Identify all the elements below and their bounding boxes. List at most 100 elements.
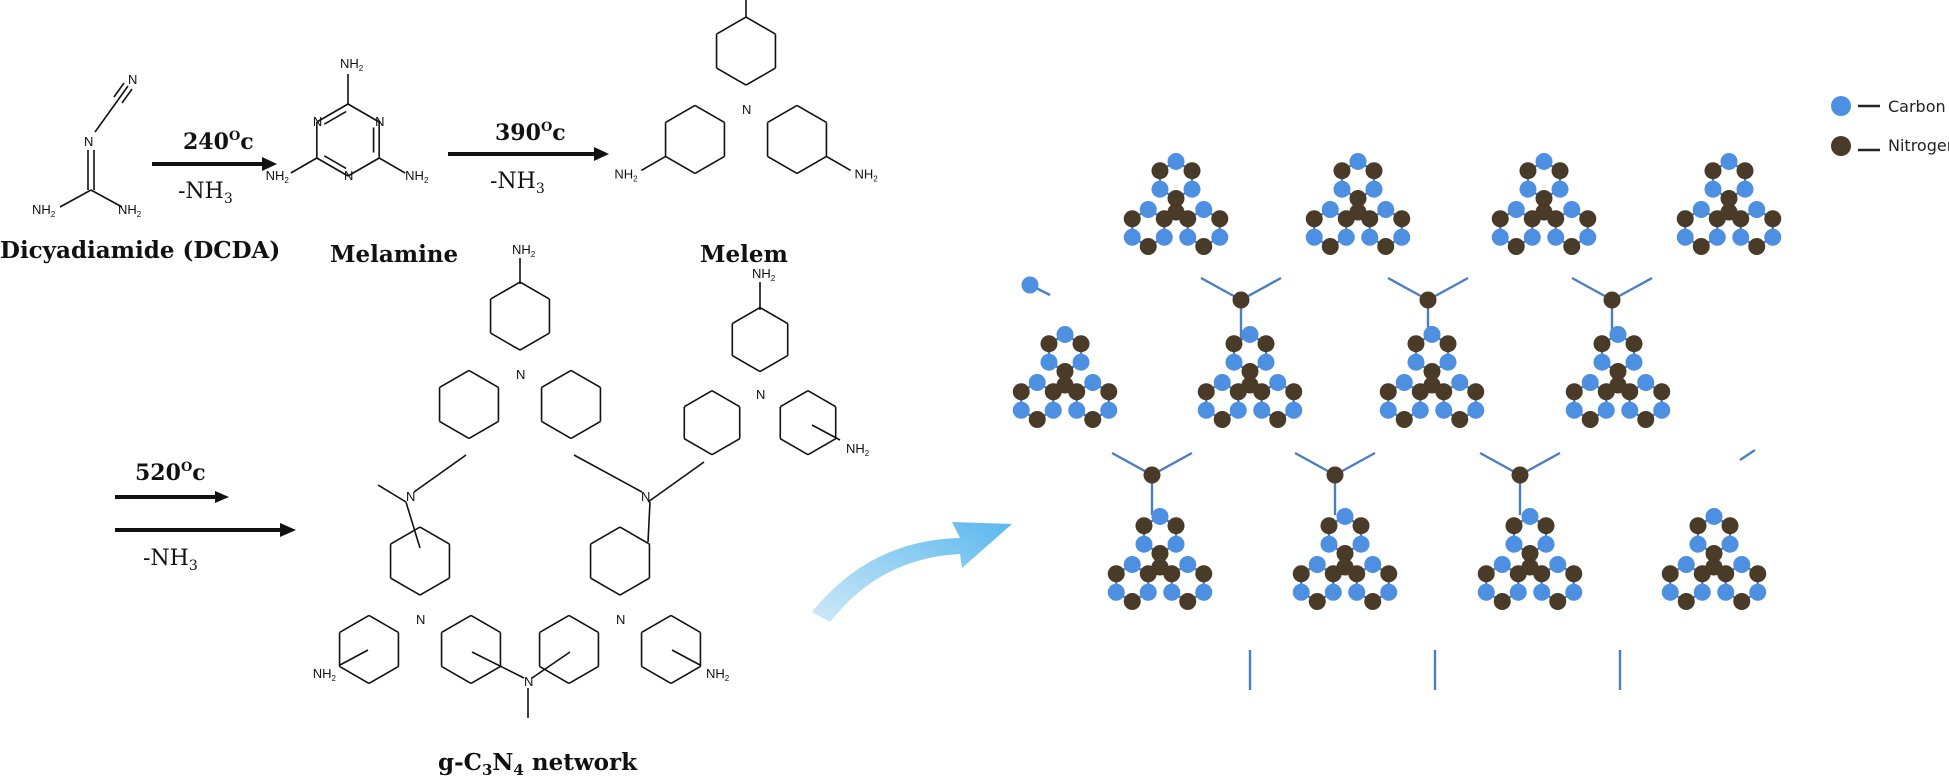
- legend-carbon-label: Carbon: [1888, 97, 1946, 116]
- step2-arrow: [448, 147, 609, 161]
- nitrogen-atom: [1521, 544, 1539, 562]
- nitrogen-atom: [1151, 162, 1169, 180]
- nitrogen-atom-label: N: [344, 168, 353, 183]
- nitrogen-atom: [1068, 383, 1086, 401]
- carbon-atom: [1395, 374, 1413, 392]
- carbon-atom: [1661, 583, 1679, 601]
- nitrogen-atom: [1379, 383, 1397, 401]
- carbon-atom: [1211, 228, 1229, 246]
- step2-byproduct: -NH3: [490, 169, 545, 197]
- nitrogen-atom-label: N: [375, 114, 384, 129]
- nitrogen-atom: [1637, 411, 1655, 429]
- carbon-atom: [1336, 507, 1354, 525]
- carbon-atom: [1155, 228, 1173, 246]
- nitrogen-atom: [1593, 335, 1611, 353]
- carbon-atom: [1269, 374, 1287, 392]
- nitrogen-atom: [1519, 162, 1537, 180]
- nitrogen-atom: [1336, 544, 1354, 562]
- nitrogen-atom: [1393, 210, 1411, 228]
- nitrogen-atom: [1451, 411, 1469, 429]
- carbon-atom: [1704, 180, 1722, 198]
- nitrogen-atom: [1179, 593, 1197, 611]
- step3-byproduct: -NH3: [143, 546, 198, 574]
- nitrogen-atom: [1143, 466, 1161, 484]
- nitrogen-atom: [1072, 335, 1090, 353]
- carbon-atom: [1435, 401, 1453, 419]
- nitrogen-atom: [1056, 362, 1074, 380]
- nitrogen-atom-label: N: [756, 387, 765, 402]
- carbon-atom: [1407, 353, 1425, 371]
- step1-byproduct: -NH3: [178, 179, 233, 207]
- amine-group-label: NH2: [752, 266, 776, 283]
- nitrogen-atom-label: N: [742, 102, 751, 117]
- nitrogen-atom: [1285, 383, 1303, 401]
- carbon-atom: [1533, 583, 1551, 601]
- carbon-atom: [1523, 228, 1541, 246]
- carbon-atom: [1179, 556, 1197, 574]
- carbon-atom: [1565, 401, 1583, 419]
- nitrogen-atom: [1407, 335, 1425, 353]
- nitrogen-atom: [1123, 593, 1141, 611]
- carbon-atom: [1257, 353, 1275, 371]
- nitrogen-atom: [1361, 210, 1379, 228]
- nitrogen-atom: [1139, 238, 1157, 256]
- nitrogen-atom: [1040, 335, 1058, 353]
- nitrogen-atom-label: N: [516, 367, 525, 382]
- carbon-atom: [1163, 583, 1181, 601]
- carbon-atom: [1305, 228, 1323, 246]
- carbon-atom: [1241, 325, 1259, 343]
- carbon-atom: [1451, 374, 1469, 392]
- nitrogen-atom: [1229, 383, 1247, 401]
- carbon-atom: [1705, 507, 1723, 525]
- nitrogen-atom: [1333, 162, 1351, 180]
- carbon-atom: [1693, 583, 1711, 601]
- nitrogen-atom: [1748, 238, 1766, 256]
- step3-arrow-long: [115, 523, 296, 537]
- carbon-atom: [1439, 353, 1457, 371]
- nitrogen-atom: [1195, 565, 1213, 583]
- nitrogen-atom: [1733, 593, 1751, 611]
- nitrogen-atom: [1167, 189, 1185, 207]
- legend-nitrogen-marker: [1831, 136, 1851, 156]
- nitrogen-atom: [1491, 210, 1509, 228]
- dcda-nh2-left: NH2: [32, 202, 56, 219]
- carbon-atom: [1535, 152, 1553, 170]
- amine-group-label: NH2: [706, 666, 730, 683]
- carbon-atom: [1708, 228, 1726, 246]
- carbon-atom: [1509, 583, 1527, 601]
- nitrogen-atom: [1084, 411, 1102, 429]
- nitrogen-atom: [1621, 383, 1639, 401]
- carbon-atom: [1197, 401, 1215, 419]
- carbon-atom: [1040, 353, 1058, 371]
- carbon-atom: [1505, 535, 1523, 553]
- carbon-atom: [1139, 583, 1157, 601]
- gcn-network-label: g-C3N4 network: [438, 749, 638, 776]
- carbon-atom: [1084, 374, 1102, 392]
- carbon-atom: [1123, 228, 1141, 246]
- carbon-atom: [1151, 507, 1169, 525]
- nitrogen-atom: [1179, 210, 1197, 228]
- nitrogen-atom-label: N: [616, 612, 625, 627]
- nitrogen-atom: [1100, 383, 1118, 401]
- nitrogen-atom: [1380, 565, 1398, 583]
- carbon-atom: [1100, 401, 1118, 419]
- nitrogen-atom: [1537, 517, 1555, 535]
- carbon-atom: [1493, 556, 1511, 574]
- carbon-atom: [1179, 228, 1197, 246]
- step3-arrow-short: [115, 491, 229, 503]
- carbon-atom: [1411, 401, 1429, 419]
- nitrogen-atom: [1507, 238, 1525, 256]
- amine-group-label: NH2: [405, 168, 429, 185]
- nitrogen-atom: [1477, 565, 1495, 583]
- dcda-cn-n-label: N: [128, 72, 137, 87]
- nitrogen-atom: [1563, 238, 1581, 256]
- carbon-atom: [1491, 228, 1509, 246]
- nitrogen-atom: [1533, 565, 1551, 583]
- nitrogen-atom: [1493, 593, 1511, 611]
- nitrogen-atom: [1565, 383, 1583, 401]
- carbon-atom: [1107, 583, 1125, 601]
- nitrogen-atom: [1565, 565, 1583, 583]
- carbon-atom: [1579, 228, 1597, 246]
